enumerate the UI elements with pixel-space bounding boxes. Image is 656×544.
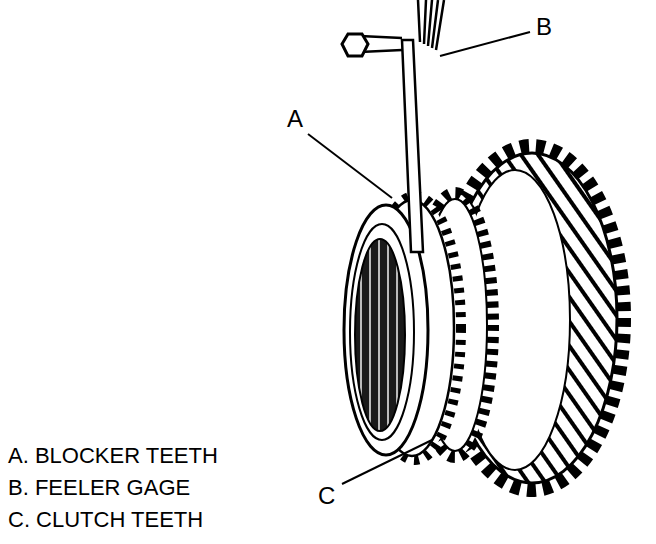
callout-letter: A <box>287 106 303 132</box>
feeler-blade <box>402 40 423 252</box>
holder-bolt <box>342 34 368 56</box>
callout-letter: C <box>318 483 335 509</box>
part-key: B. FEELER GAGE <box>8 476 190 500</box>
part-key: C. CLUTCH TEETH <box>8 508 203 532</box>
leader-line <box>308 134 392 198</box>
leader-line <box>440 32 530 56</box>
feeler-leaves <box>418 0 444 50</box>
part-key: A. BLOCKER TEETH <box>8 444 218 468</box>
leader-line <box>342 440 432 484</box>
callout-letter: B <box>536 14 552 40</box>
ring-lip <box>350 224 414 440</box>
bore-splines <box>355 239 405 431</box>
